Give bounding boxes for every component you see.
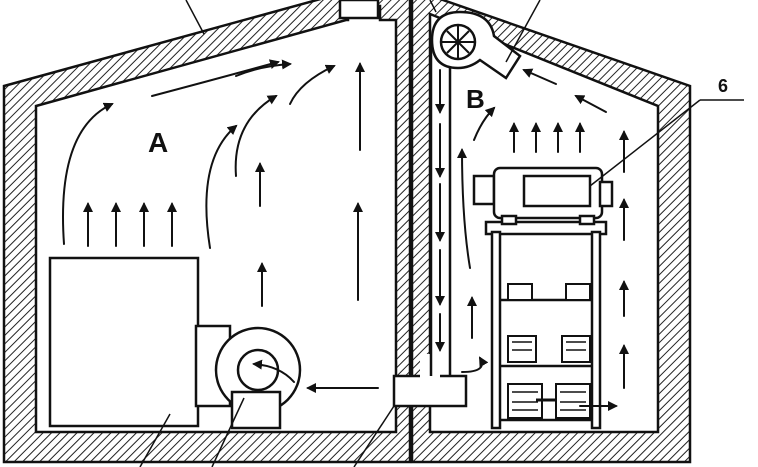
room-b-label: B: [466, 84, 485, 114]
callout-6-label: 6: [718, 76, 728, 96]
airflow-arrows-room-a: [62, 59, 379, 393]
callout-6-leader: [589, 99, 744, 187]
leader-lines: [139, 0, 541, 467]
fan-icon: [430, 10, 522, 80]
airflow-arrows-room-b: [435, 68, 629, 411]
room-a-label: A: [148, 127, 168, 158]
motor-icon: [472, 166, 614, 226]
rack: [484, 220, 608, 430]
vertical-duct: [429, 40, 452, 376]
heater-unit: [48, 256, 200, 428]
blower-icon: [194, 324, 302, 430]
top-vent: [338, 0, 380, 20]
